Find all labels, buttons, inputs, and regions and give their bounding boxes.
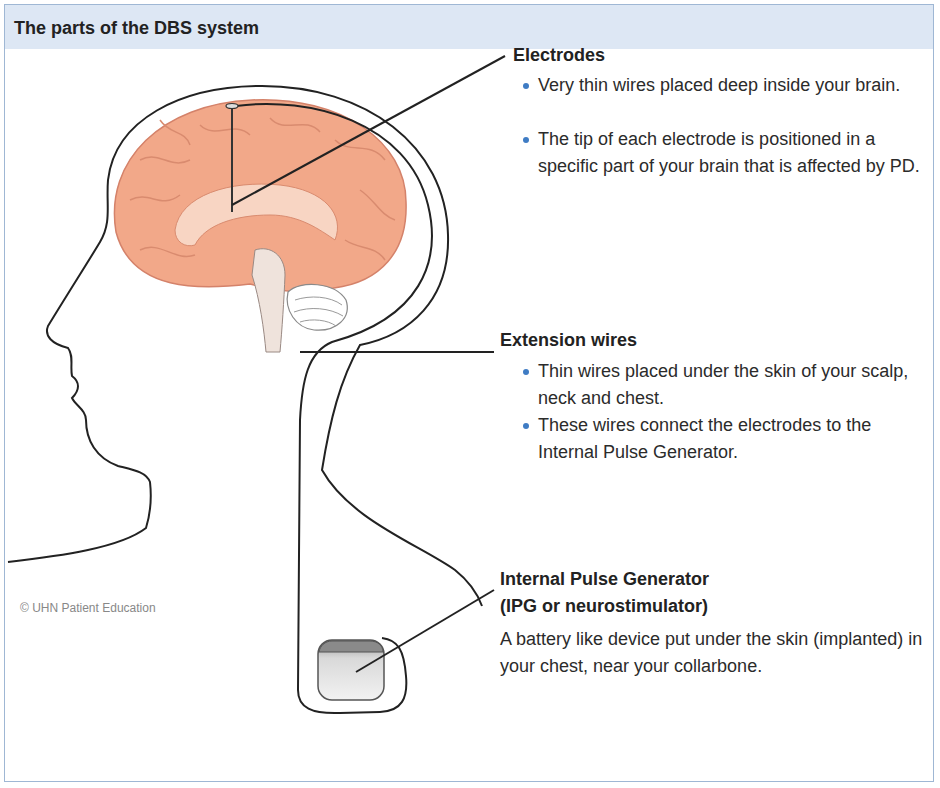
panel-frame xyxy=(4,4,934,782)
bullet-text: Very thin wires placed deep inside your … xyxy=(538,72,928,99)
part-name: Internal Pulse Generator (IPG or neurost… xyxy=(500,566,740,620)
leader-line xyxy=(300,351,494,353)
electrode-cap xyxy=(226,104,238,109)
electrode xyxy=(231,108,233,212)
leader-line xyxy=(232,56,505,205)
inner-brain xyxy=(175,184,338,246)
cerebellum xyxy=(287,284,347,330)
body-text: A battery like device put under the skin… xyxy=(500,626,928,680)
extension-wire xyxy=(236,104,432,713)
ipg-header xyxy=(319,641,383,652)
bullet-text: These wires connect the electrodes to th… xyxy=(538,412,928,466)
bullet-dot xyxy=(523,137,529,143)
bullet-dot xyxy=(523,369,529,375)
leader-line xyxy=(356,590,494,672)
copyright-note: © UHN Patient Education xyxy=(20,600,240,616)
bullet-dot xyxy=(523,83,529,89)
bullet-dot xyxy=(523,423,529,429)
ipg-device xyxy=(318,640,384,700)
part-name: Electrodes xyxy=(513,42,893,69)
cerebellum-folds xyxy=(294,297,343,326)
bullet-text: Thin wires placed under the skin of your… xyxy=(538,358,928,412)
head-outline xyxy=(108,86,482,606)
bullet-text: The tip of each electrode is positioned … xyxy=(538,126,928,180)
part-name: Extension wires xyxy=(500,327,880,354)
brainstem xyxy=(252,249,285,352)
diagram-title: The parts of the DBS system xyxy=(14,15,614,42)
